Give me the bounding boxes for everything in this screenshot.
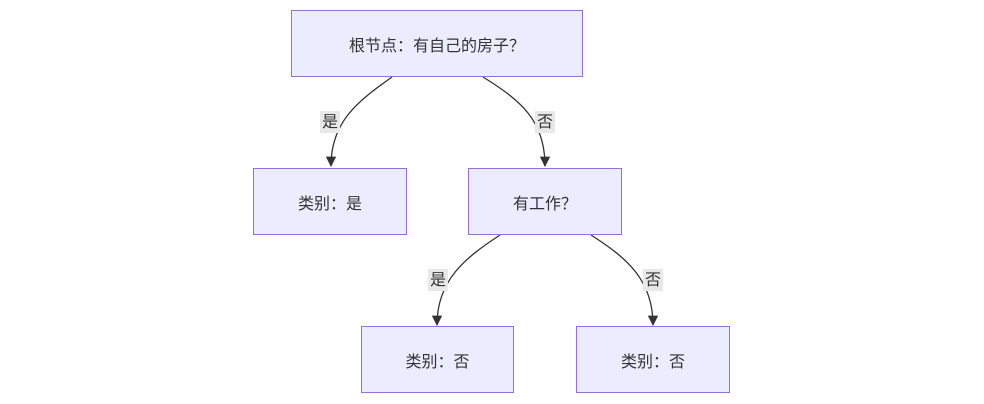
edge-has-job-to-class-no-2	[590, 234, 659, 327]
edge-label-job-no: 否	[642, 269, 664, 291]
class-no-node-2: 类别：否	[576, 326, 730, 393]
root-node: 根节点：有自己的房子？	[291, 10, 583, 77]
edge-label-root-no: 否	[534, 111, 556, 133]
class-no-1-label: 类别：否	[405, 351, 470, 371]
edge-root-to-class-yes	[325, 76, 393, 168]
class-yes-node: 类别：是	[253, 168, 407, 235]
class-no-2-label: 类别：否	[620, 351, 685, 371]
edge-root-to-has-job	[482, 76, 551, 168]
has-job-node: 有工作？	[468, 168, 622, 235]
edge-has-job-to-class-no-1	[431, 234, 501, 327]
root-node-label: 根节点：有自己的房子？	[348, 35, 525, 55]
has-job-label: 有工作？	[512, 193, 577, 213]
class-yes-label: 类别：是	[297, 193, 362, 213]
edge-label-root-yes: 是	[319, 111, 341, 133]
edge-label-job-yes: 是	[427, 269, 449, 291]
class-no-node-1: 类别：否	[361, 326, 514, 393]
